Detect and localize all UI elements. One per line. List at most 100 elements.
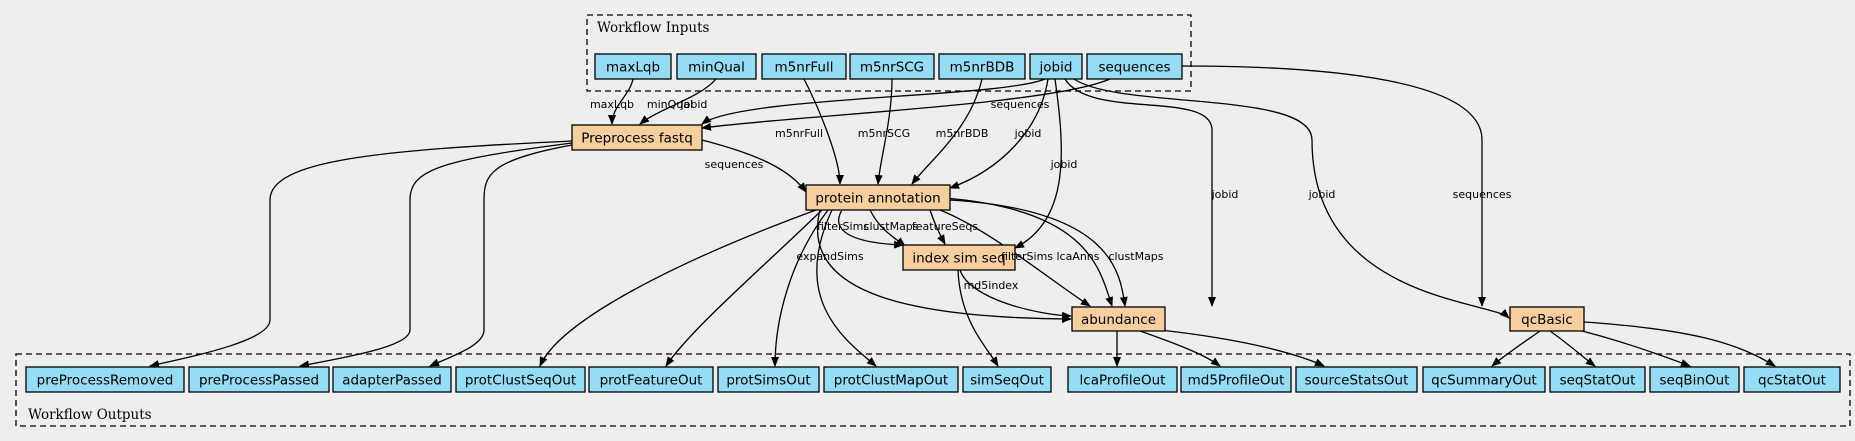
edge-preprocess-fastq-to-protein-annotation [701, 139, 807, 193]
step-node-index-sim-seq[interactable]: index sim seq [902, 244, 1016, 271]
in-node-label: m5nrFull [775, 60, 834, 76]
out-node-qc-summary-out[interactable]: qcSummaryOut [1422, 366, 1546, 393]
out-node-label: preProcessPassed [199, 373, 319, 389]
out-node-box [1549, 366, 1646, 393]
out-node-lca-profile-out[interactable]: lcaProfileOut [1067, 366, 1178, 393]
step-node-protein-annotation[interactable]: protein annotation [805, 184, 951, 211]
out-node-label: seqBinOut [1660, 373, 1730, 389]
edge-max-lqb-to-preprocess-fastq [608, 78, 634, 125]
edge-m5nr-full-to-protein-annotation [803, 78, 844, 185]
edge-sequences-to-qc-basic [1180, 65, 1486, 307]
edge-preprocess-fastq-to-adapter-passed [429, 144, 573, 367]
out-node-label: simSeqOut [970, 373, 1044, 389]
edge-qc-basic-to-qc-summary-out [1491, 330, 1541, 367]
edge-qc-basic-to-qc-stat-out [1583, 321, 1776, 367]
out-node-label: protClustMapOut [834, 373, 948, 389]
out-node-prot-clust-map-out[interactable]: protClustMapOut [823, 366, 959, 393]
workflow-inputs-title: Workflow Inputs [597, 20, 709, 36]
edge-label-sequences: sequences [991, 98, 1050, 111]
edge-protein-annotation-to-abundance [939, 209, 1091, 307]
edge-protein-annotation-to-prot-sims-out [771, 209, 829, 367]
out-node-qc-stat-out[interactable]: qcStatOut [1743, 366, 1841, 393]
out-node-box [25, 366, 185, 393]
step-node-label: qcBasic [1521, 312, 1573, 328]
edge-label-expand-sims: expandSims [796, 250, 864, 263]
in-node-box [938, 53, 1026, 80]
edge-min-qual-to-preprocess-fastq [639, 78, 717, 125]
step-node-abundance[interactable]: abundance [1071, 306, 1166, 332]
edge-label-clust-maps: clustMaps [1108, 250, 1163, 263]
edge-preprocess-fastq-to-pre-process-passed [299, 142, 573, 369]
edge-protein-annotation-to-index-sim-seq [869, 209, 906, 247]
out-node-prot-clust-seq-out[interactable]: protClustSeqOut [455, 366, 586, 393]
in-node-sequences[interactable]: sequences [1086, 53, 1183, 80]
edge-m5nr-bdb-to-protein-annotation [911, 78, 983, 185]
out-node-label: lcaProfileOut [1080, 373, 1166, 389]
edge-protein-annotation-to-index-sim-seq [837, 209, 904, 249]
step-node-box [902, 244, 1016, 271]
in-node-min-qual[interactable]: minQual [676, 53, 757, 80]
edge-protein-annotation-to-abundance [949, 199, 1128, 307]
workflow-outputs-cluster [15, 353, 1851, 427]
step-node-box [1071, 306, 1166, 332]
in-node-label: sequences [1098, 60, 1170, 76]
edge-jobid-to-index-sim-seq [1014, 78, 1062, 249]
out-node-box [332, 366, 452, 393]
edge-protein-annotation-to-abundance [816, 209, 1072, 323]
edge-label-min-qual: minQual [647, 98, 693, 111]
edge-label-jobid: jobid [680, 98, 708, 111]
out-node-box [1422, 366, 1546, 393]
in-node-m5nr-full[interactable]: m5nrFull [761, 53, 847, 80]
out-node-prot-sims-out[interactable]: protSimsOut [717, 366, 820, 393]
out-node-box [188, 366, 330, 393]
step-node-box [805, 184, 951, 211]
step-node-qc-basic[interactable]: qcBasic [1509, 306, 1585, 332]
in-node-m5nr-scg[interactable]: m5nrSCG [849, 53, 935, 80]
out-node-seq-stat-out[interactable]: seqStatOut [1549, 366, 1646, 393]
in-node-m5nr-bdb[interactable]: m5nrBDB [938, 53, 1026, 80]
step-node-label: protein annotation [815, 191, 940, 207]
edge-jobid-to-abundance [1064, 78, 1216, 307]
step-node-label: abundance [1081, 312, 1156, 328]
in-node-jobid[interactable]: jobid [1029, 53, 1083, 80]
workflow-outputs-title: Workflow Outputs [28, 407, 152, 423]
out-node-box [1743, 366, 1841, 393]
edge-abundance-to-source-stats-out [1159, 329, 1325, 367]
edge-label-feature-seqs: featureSeqs [912, 220, 978, 233]
out-node-seq-bin-out[interactable]: seqBinOut [1649, 366, 1740, 393]
out-node-md5-profile-out[interactable]: md5ProfileOut [1180, 366, 1292, 393]
edge-label-jobid: jobid [1308, 188, 1336, 201]
out-node-box [1295, 366, 1418, 393]
out-node-label: protClustSeqOut [465, 373, 576, 389]
out-node-box [823, 366, 959, 393]
out-node-adapter-passed[interactable]: adapterPassed [332, 366, 452, 393]
edge-qc-basic-to-seq-stat-out [1549, 330, 1596, 367]
out-node-pre-process-passed[interactable]: preProcessPassed [188, 366, 330, 393]
in-node-label: maxLqb [606, 60, 660, 76]
out-node-label: protFeatureOut [600, 373, 703, 389]
edge-label-filter-sims: filterSims [1001, 250, 1053, 263]
edge-label-sequences: sequences [1453, 188, 1512, 201]
edge-preprocess-fastq-to-pre-process-removed [149, 140, 573, 368]
out-node-box [1180, 366, 1292, 393]
edge-protein-annotation-to-prot-clust-map-out [816, 209, 877, 367]
in-node-label: minQual [688, 60, 745, 76]
out-node-sim-seq-out[interactable]: simSeqOut [962, 366, 1052, 393]
out-node-pre-process-removed[interactable]: preProcessRemoved [25, 366, 185, 393]
edge-label-jobid: jobid [1014, 127, 1042, 140]
step-node-box [1509, 306, 1585, 332]
in-node-max-lqb[interactable]: maxLqb [594, 53, 672, 80]
edge-protein-annotation-to-index-sim-seq [929, 209, 946, 245]
step-node-preprocess-fastq[interactable]: Preprocess fastq [571, 124, 703, 151]
in-node-label: m5nrBDB [950, 60, 1015, 76]
out-node-source-stats-out[interactable]: sourceStatsOut [1295, 366, 1418, 393]
edge-jobid-to-qc-basic [1073, 78, 1510, 319]
in-node-box [761, 53, 847, 80]
edge-index-sim-seq-to-sim-seq-out [957, 269, 999, 367]
out-node-prot-feature-out[interactable]: protFeatureOut [588, 366, 714, 393]
edge-protein-annotation-to-prot-feature-out [665, 209, 823, 367]
edge-index-sim-seq-to-abundance [959, 269, 1072, 320]
out-node-box [588, 366, 714, 393]
in-node-box [1029, 53, 1083, 80]
edge-label-m5nr-scg: m5nrSCG [858, 127, 910, 140]
